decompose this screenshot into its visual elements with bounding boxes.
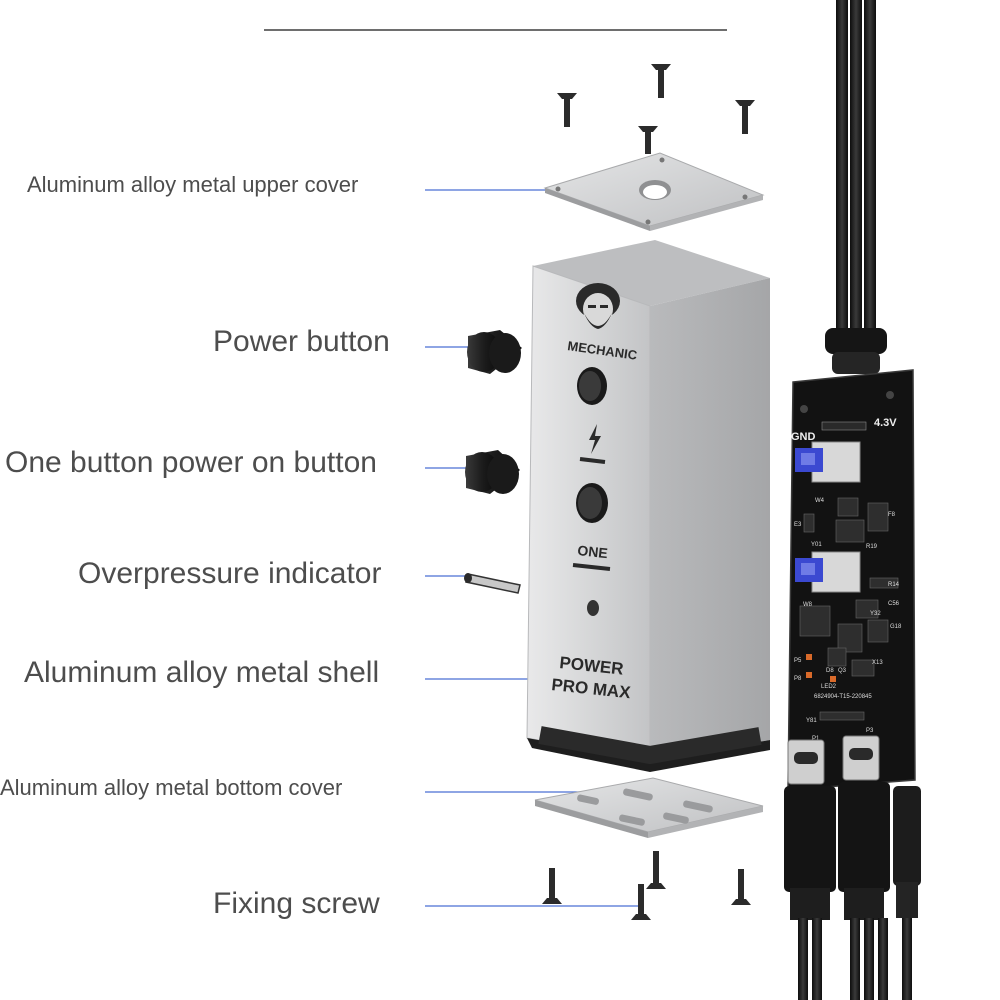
- bottom-screws: [542, 851, 751, 920]
- power-button-knob: [467, 330, 522, 374]
- screw-icon: [646, 851, 666, 889]
- top-cables: [824, 0, 887, 396]
- pcb-ref: W4: [815, 498, 825, 504]
- upper-cover-plate: [543, 152, 765, 231]
- bottom-cable-plugs: [784, 782, 921, 1000]
- pcb-ref: P3: [866, 728, 874, 734]
- pcb-ref: E3: [794, 522, 802, 528]
- pcb-ref: R14: [888, 582, 900, 588]
- label-one-button: One button power on button: [5, 446, 377, 479]
- usb-c-port-icon: [787, 739, 825, 785]
- pcb-ref: P8: [794, 676, 802, 682]
- pcb-ref: D8: [826, 668, 834, 674]
- label-shell: Aluminum alloy metal shell: [24, 656, 380, 689]
- pcb-board: GND 4.3V: [787, 369, 916, 791]
- top-screws: [557, 64, 755, 154]
- pcb-ref: W8: [803, 602, 813, 608]
- overpressure-indicator-rod: [464, 573, 521, 594]
- screw-icon: [731, 869, 751, 905]
- pcb-ref: X13: [872, 660, 883, 666]
- bottom-cover-plate: [534, 777, 764, 838]
- aluminum-shell: MECHANIC ONE POWER PRO MAX: [526, 240, 770, 772]
- one-mark-text: ONE: [577, 542, 609, 561]
- pcb-ref: G18: [890, 624, 902, 630]
- screw-icon: [638, 126, 658, 154]
- pcb-serial: 6824904-T15-220845: [814, 694, 872, 700]
- mechanic-face-logo: [576, 283, 620, 329]
- pcb-ref: P1: [812, 736, 820, 742]
- pcb-ref: C56: [888, 601, 900, 607]
- pcb-switch-one: [795, 551, 861, 593]
- pcb-voltage: 4.3V: [874, 417, 897, 429]
- one-button-knob: [465, 450, 520, 494]
- label-fixing-screw: Fixing screw: [213, 887, 380, 920]
- pcb-ref: Y32: [870, 611, 881, 617]
- pcb-ref: P5: [794, 658, 802, 664]
- screw-icon: [631, 884, 651, 920]
- pcb-ref: Q3: [838, 668, 847, 674]
- pcb-ref: R19: [866, 544, 878, 550]
- pcb-switch-power: [795, 441, 861, 483]
- indicator-hole: [587, 600, 599, 616]
- lightning-bolt-icon: [589, 424, 601, 454]
- label-bottom-cover: Aluminum alloy metal bottom cover: [0, 775, 343, 800]
- usb-c-port-icon: [842, 735, 880, 781]
- screw-icon: [557, 93, 577, 127]
- pcb-ref: Y81: [806, 718, 817, 724]
- pcb-components: [799, 497, 899, 721]
- pcb-gnd: GND: [791, 431, 816, 443]
- screw-icon: [735, 100, 755, 134]
- label-power-button: Power button: [213, 325, 390, 358]
- screw-icon: [651, 64, 671, 98]
- label-overpressure-indicator: Overpressure indicator: [78, 557, 382, 590]
- pcb-ref: F8: [888, 512, 896, 518]
- pcb-ref: LED2: [821, 684, 837, 690]
- pcb-ref: Y01: [811, 542, 822, 548]
- label-upper-cover: Aluminum alloy metal upper cover: [27, 172, 359, 197]
- pcb-leds: [806, 654, 836, 682]
- pcb-labels: W4 E3 F8 Y01 R19 R14 W8 C56 Y32 G18 P5 D…: [794, 498, 902, 742]
- screw-icon: [542, 868, 562, 904]
